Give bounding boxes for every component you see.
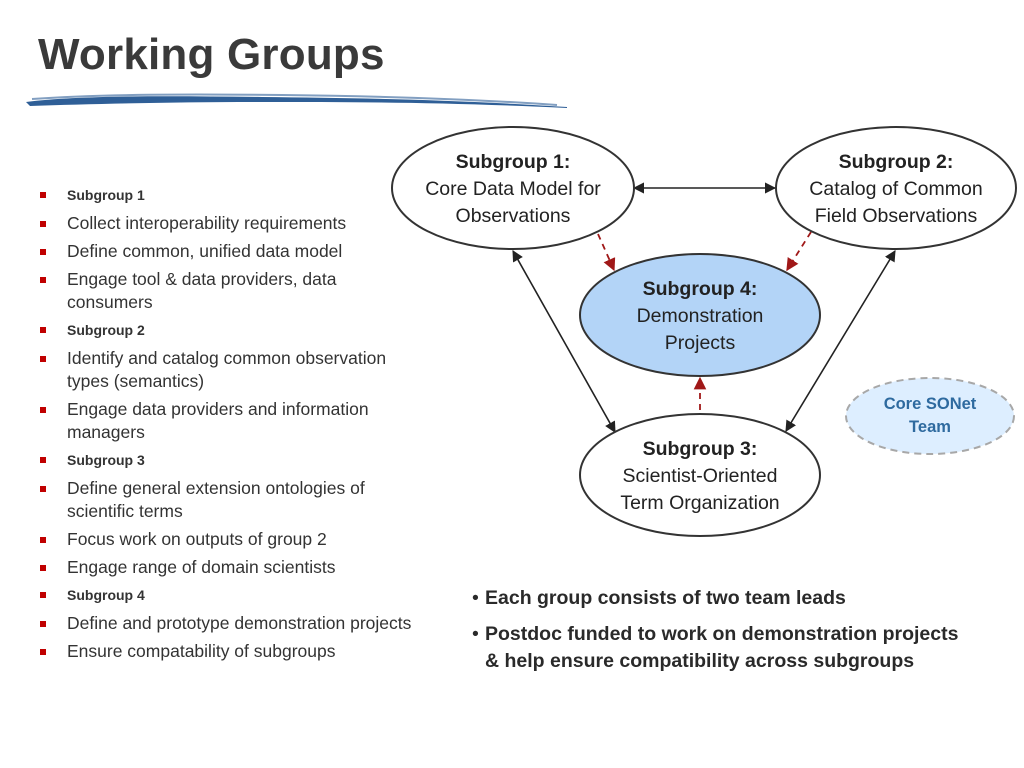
arrow-sg2-sg3 xyxy=(785,250,896,432)
subgroup-4-line1: Demonstration xyxy=(636,305,764,327)
list-item: Identify and catalog common observation … xyxy=(40,347,420,393)
list-item-subgroup-3-heading: Subgroup 3 xyxy=(40,449,420,472)
list-item-subgroup-2-heading: Subgroup 2 xyxy=(40,319,420,342)
list-item: Engage range of domain scientists xyxy=(40,556,420,579)
subgroup-3-node xyxy=(579,413,821,537)
core-sonet-team-node xyxy=(845,377,1015,455)
subgroup-2-label: Subgroup 2: Catalog of Common Field Obse… xyxy=(776,149,1016,230)
arrow-sg1-sg3 xyxy=(512,250,616,433)
list-item-subgroup-1-heading: Subgroup 1 xyxy=(40,184,420,207)
subgroup-4-node xyxy=(579,253,821,377)
title-underline-stroke xyxy=(26,93,567,108)
dashed-arrow-sg1-sg4 xyxy=(597,233,616,272)
subgroup-2-line2: Field Observations xyxy=(814,205,978,227)
subgroup-1-label: Subgroup 1: Core Data Model for Observat… xyxy=(393,149,633,230)
subgroup-2-title: Subgroup 2: xyxy=(838,151,954,173)
slide-title: Working Groups xyxy=(38,30,385,79)
subgroup-1-title: Subgroup 1: xyxy=(455,151,571,173)
list-item: Define and prototype demonstration proje… xyxy=(40,612,420,635)
subgroup-3-line2: Term Organization xyxy=(620,492,780,514)
bullet-dot-icon: • xyxy=(472,623,479,645)
subgroup-2-line1: Catalog of Common xyxy=(809,178,983,200)
subgroup-bullet-list: Subgroup 1 Collect interoperability requ… xyxy=(40,184,420,668)
note-text: Postdoc funded to work on demonstration … xyxy=(485,623,959,672)
subgroup-3-label: Subgroup 3: Scientist-Oriented Term Orga… xyxy=(580,436,820,517)
core-sonet-team-label: Core SONet Team xyxy=(846,393,1014,439)
core-sonet-line2: Team xyxy=(909,418,951,436)
subgroup-1-node xyxy=(391,126,635,250)
list-item-subgroup-4-heading: Subgroup 4 xyxy=(40,584,420,607)
list-item: Define general extension ontologies of s… xyxy=(40,477,420,523)
list-item: Collect interoperability requirements xyxy=(40,212,420,235)
list-item: Define common, unified data model xyxy=(40,240,420,263)
list-item: Engage data providers and information ma… xyxy=(40,398,420,444)
list-item: Engage tool & data providers, data consu… xyxy=(40,268,420,314)
list-item: Focus work on outputs of group 2 xyxy=(40,528,420,551)
note-text: Each group consists of two team leads xyxy=(485,587,846,609)
subgroup-3-line1: Scientist-Oriented xyxy=(622,465,778,487)
core-sonet-line1: Core SONet xyxy=(883,395,977,413)
summary-notes: • Each group consists of two team leads … xyxy=(472,585,992,684)
subgroup-2-node xyxy=(775,126,1017,250)
subgroup-1-line1: Core Data Model for xyxy=(425,178,601,200)
dashed-arrow-sg2-sg4 xyxy=(786,231,812,272)
subgroup-1-line2: Observations xyxy=(455,205,571,227)
subgroup-4-title: Subgroup 4: xyxy=(642,278,758,300)
note-team-leads: • Each group consists of two team leads xyxy=(472,585,992,612)
note-postdoc: • Postdoc funded to work on demonstratio… xyxy=(472,621,975,675)
subgroup-4-label: Subgroup 4: Demonstration Projects xyxy=(580,276,820,357)
list-item: Ensure compatability of subgroups xyxy=(40,640,420,663)
subgroup-3-title: Subgroup 3: xyxy=(642,438,758,460)
subgroup-4-line2: Projects xyxy=(664,332,736,354)
bullet-dot-icon: • xyxy=(472,587,479,609)
